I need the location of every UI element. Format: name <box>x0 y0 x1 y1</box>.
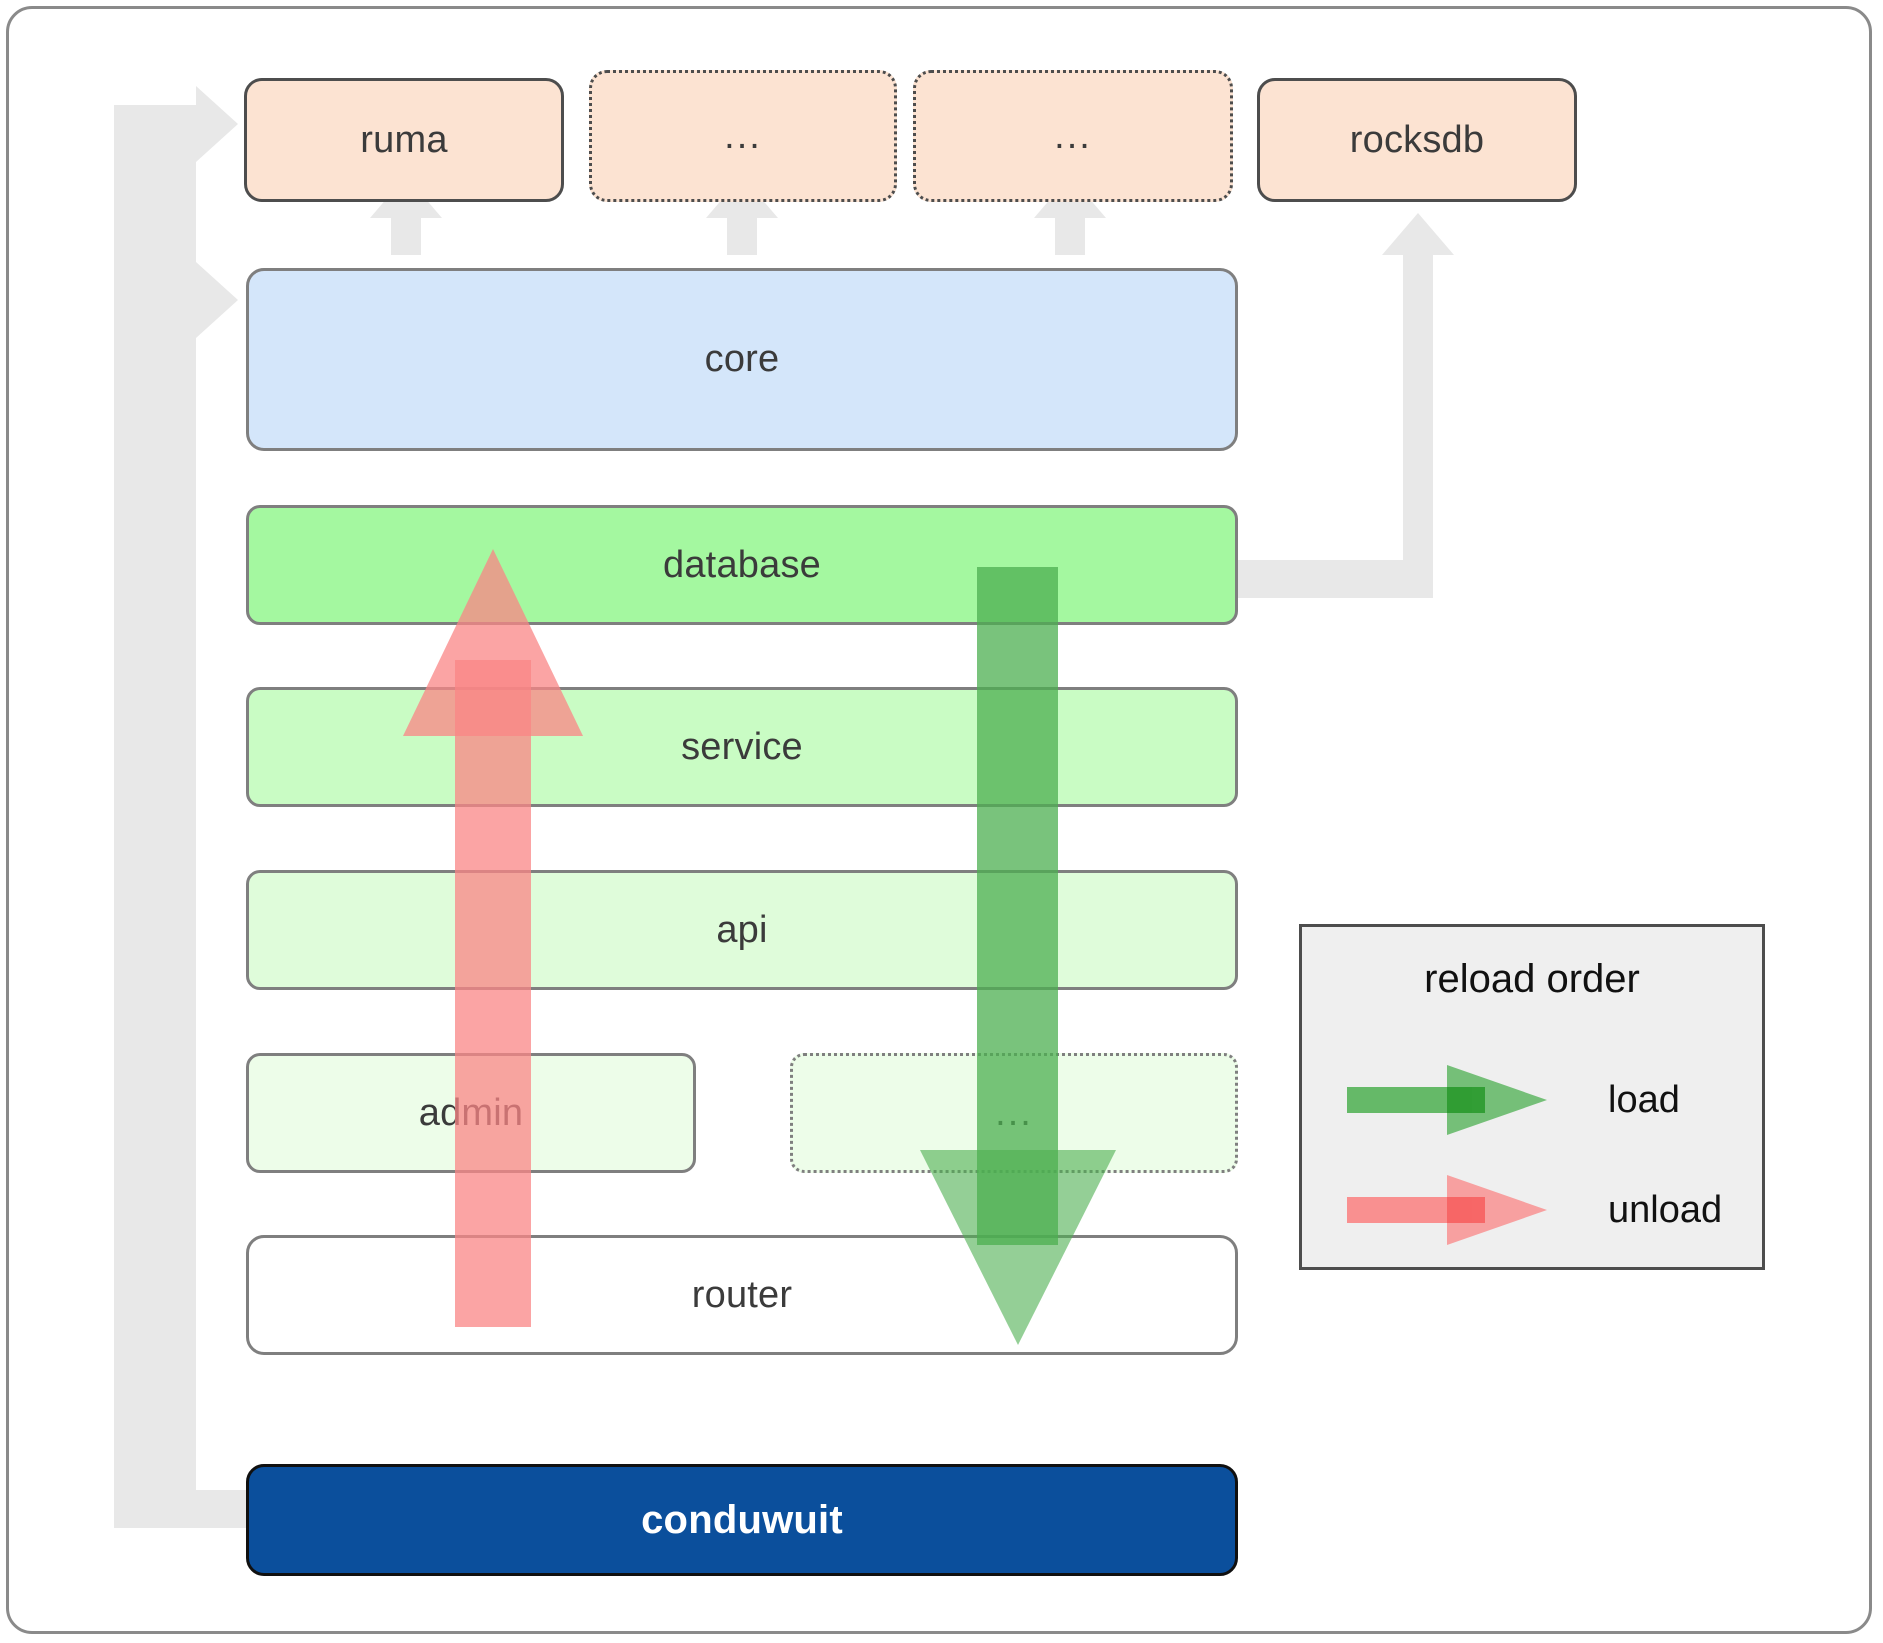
layer-node-service[interactable]: service <box>246 687 1238 807</box>
application-node-conduwuit[interactable]: conduwuit <box>246 1464 1238 1576</box>
dependency-node-ellipsis-2[interactable]: ... <box>913 70 1233 202</box>
outer-frame <box>6 6 1872 1634</box>
legend-row-load: load <box>1342 1055 1742 1145</box>
layer-node-router[interactable]: router <box>246 1235 1238 1355</box>
application-label-conduwuit: conduwuit <box>641 1497 843 1542</box>
layer-label-router: router <box>691 1273 793 1316</box>
dependency-node-rocksdb[interactable]: rocksdb <box>1257 78 1577 202</box>
layer-node-admin[interactable]: admin <box>246 1053 696 1173</box>
dependency-node-ruma[interactable]: ruma <box>244 78 564 202</box>
dependency-label-ellipsis-2: ... <box>1054 114 1092 157</box>
legend-box: reload order load unload <box>1299 924 1765 1270</box>
dependency-node-ellipsis-1[interactable]: ... <box>589 70 897 202</box>
layer-label-core: core <box>704 338 780 380</box>
layer-label-database: database <box>663 543 821 586</box>
dependency-label-ruma: ruma <box>360 118 448 161</box>
legend-label-unload: unload <box>1608 1188 1723 1231</box>
dependency-label-ellipsis-1: ... <box>724 114 762 157</box>
unload-arrow-icon <box>1347 1175 1547 1245</box>
layer-label-service: service <box>681 725 803 768</box>
legend-title: reload order <box>1424 957 1640 1001</box>
legend-label-load: load <box>1608 1078 1680 1121</box>
layer-node-ellipsis[interactable]: ... <box>790 1053 1238 1173</box>
dependency-label-rocksdb: rocksdb <box>1349 118 1485 161</box>
layer-label-ellipsis: ... <box>995 1091 1033 1134</box>
legend-row-unload: unload <box>1342 1165 1742 1255</box>
layer-node-core[interactable]: core <box>246 268 1238 451</box>
layer-node-api[interactable]: api <box>246 870 1238 990</box>
load-arrow-icon <box>1347 1065 1547 1135</box>
layer-label-api: api <box>716 908 768 951</box>
layer-node-database[interactable]: database <box>246 505 1238 625</box>
layer-label-admin: admin <box>418 1091 524 1134</box>
